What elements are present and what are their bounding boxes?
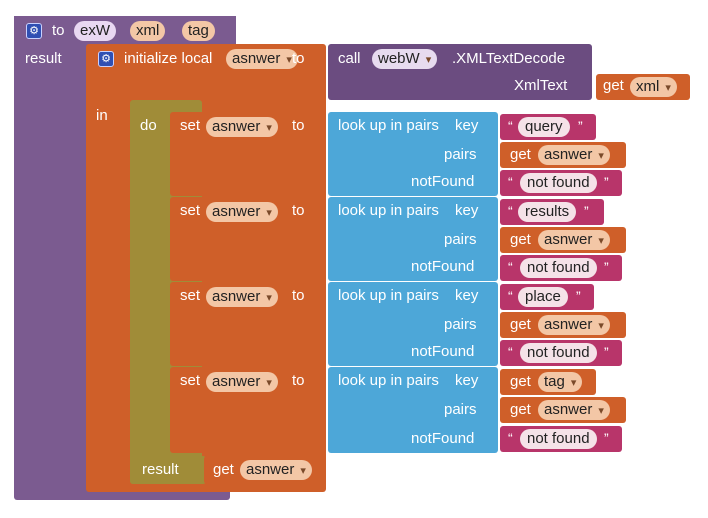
quote-close: ” xyxy=(578,118,583,134)
lookup-key-label: key xyxy=(455,372,479,389)
text-value[interactable]: not found xyxy=(520,429,597,449)
lookup-label: look up in pairs xyxy=(338,202,439,219)
get-xml-label: get xyxy=(603,77,624,94)
init-local-label: initialize local xyxy=(124,50,213,67)
get-xml-var-dropdown[interactable]: xml xyxy=(630,77,677,97)
text-value[interactable]: not found xyxy=(520,173,597,193)
set-to-label: to xyxy=(292,287,305,304)
set-var-dropdown[interactable]: asnwer xyxy=(206,287,278,307)
procedure-to-label: to xyxy=(52,22,65,39)
get-var-dropdown[interactable]: asnwer xyxy=(538,230,610,250)
call-xmltextdecode-block[interactable] xyxy=(328,44,592,100)
quote-open: “ xyxy=(508,259,513,275)
text-value[interactable]: not found xyxy=(520,258,597,278)
set-var-dropdown[interactable]: asnwer xyxy=(206,202,278,222)
quote-open: “ xyxy=(508,174,513,190)
lookup-pairs-label: pairs xyxy=(444,146,477,163)
lookup-notfound-label: notFound xyxy=(411,258,475,275)
lookup-in-pairs-block-1[interactable] xyxy=(328,112,498,196)
quote-open: “ xyxy=(508,118,513,134)
lookup-notfound-label: notFound xyxy=(411,343,475,360)
text-value[interactable]: place xyxy=(518,287,568,307)
set-var-dropdown[interactable]: asnwer xyxy=(206,372,278,392)
lookup-label: look up in pairs xyxy=(338,372,439,389)
lookup-pairs-label: pairs xyxy=(444,401,477,418)
procedure-result-label: result xyxy=(25,50,62,67)
get-label: get xyxy=(510,231,531,248)
quote-open: “ xyxy=(508,288,513,304)
procedure-param-tag[interactable]: tag xyxy=(182,21,215,41)
get-label: get xyxy=(510,373,531,390)
quote-close: ” xyxy=(604,259,609,275)
gear-icon[interactable]: ⚙ xyxy=(26,23,42,39)
get-asnwer-result-label: get xyxy=(213,461,234,478)
set-label: set xyxy=(180,202,201,219)
set-label: set xyxy=(180,117,201,134)
get-var-dropdown[interactable]: asnwer xyxy=(538,315,610,335)
text-value[interactable]: results xyxy=(518,202,577,222)
quote-close: ” xyxy=(576,288,581,304)
lookup-in-pairs-block-2[interactable] xyxy=(328,197,498,281)
set-to-label: to xyxy=(292,117,305,134)
get-var-dropdown[interactable]: asnwer xyxy=(538,400,610,420)
quote-close: ” xyxy=(584,203,589,219)
init-local-in-label: in xyxy=(96,107,108,124)
set-to-label: to xyxy=(292,202,305,219)
set-to-label: to xyxy=(292,372,305,389)
get-label: get xyxy=(510,316,531,333)
quote-close: ” xyxy=(604,430,609,446)
lookup-label: look up in pairs xyxy=(338,287,439,304)
get-label: get xyxy=(510,146,531,163)
lookup-in-pairs-block-3[interactable] xyxy=(328,282,498,366)
call-arg-label: XmlText xyxy=(514,77,568,94)
text-value[interactable]: query xyxy=(518,117,570,137)
call-method-label: .XMLTextDecode xyxy=(452,50,566,67)
set-label: set xyxy=(180,287,201,304)
get-tag-dropdown[interactable]: tag xyxy=(538,372,583,392)
lookup-pairs-label: pairs xyxy=(444,231,477,248)
init-local-var-field[interactable]: asnwer xyxy=(226,49,298,69)
call-component-dropdown[interactable]: webW xyxy=(372,49,438,69)
do-result-label: result xyxy=(142,461,179,478)
quote-open: “ xyxy=(508,344,513,360)
quote-close: ” xyxy=(604,344,609,360)
quote-close: ” xyxy=(604,174,609,190)
lookup-key-label: key xyxy=(455,202,479,219)
lookup-in-pairs-block-4[interactable] xyxy=(328,367,498,453)
lookup-key-label: key xyxy=(455,117,479,134)
set-label: set xyxy=(180,372,201,389)
call-label: call xyxy=(338,50,361,67)
do-result-row xyxy=(130,456,206,484)
get-asnwer-result-dropdown[interactable]: asnwer xyxy=(240,460,312,480)
get-var-dropdown[interactable]: asnwer xyxy=(538,145,610,165)
procedure-param-xml[interactable]: xml xyxy=(130,21,166,41)
lookup-key-label: key xyxy=(455,287,479,304)
lookup-notfound-label: notFound xyxy=(411,430,475,447)
text-value[interactable]: not found xyxy=(520,343,597,363)
lookup-label: look up in pairs xyxy=(338,117,439,134)
quote-open: “ xyxy=(508,203,513,219)
get-label: get xyxy=(510,401,531,418)
gear-icon[interactable]: ⚙ xyxy=(98,51,114,67)
do-label: do xyxy=(140,117,157,134)
procedure-name-field[interactable]: exW xyxy=(74,21,116,41)
lookup-pairs-label: pairs xyxy=(444,316,477,333)
init-local-to-label: to xyxy=(292,50,305,67)
quote-open: “ xyxy=(508,430,513,446)
lookup-notfound-label: notFound xyxy=(411,173,475,190)
set-var-dropdown[interactable]: asnwer xyxy=(206,117,278,137)
